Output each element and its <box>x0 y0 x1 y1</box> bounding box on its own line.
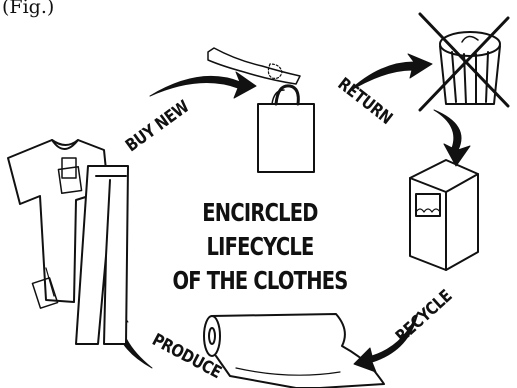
arrow-to-recycling-bin <box>434 110 470 166</box>
title-line-1: ENCIRCLED LIFECYCLE <box>151 196 369 264</box>
tshirt-and-trousers-icon <box>8 140 128 344</box>
shopping-bag-icon <box>208 48 314 172</box>
crossed-out-trash-bin-icon <box>420 14 508 110</box>
recycling-bin-icon <box>410 160 478 270</box>
title-line-2: OF THE CLOTHES <box>151 264 369 298</box>
figure-label: (Fig.) <box>2 0 54 18</box>
fabric-roll-icon <box>204 314 384 388</box>
arrow-to-shopping-bag <box>150 72 256 98</box>
diagram-title: ENCIRCLED LIFECYCLE OF THE CLOTHES <box>151 196 369 298</box>
